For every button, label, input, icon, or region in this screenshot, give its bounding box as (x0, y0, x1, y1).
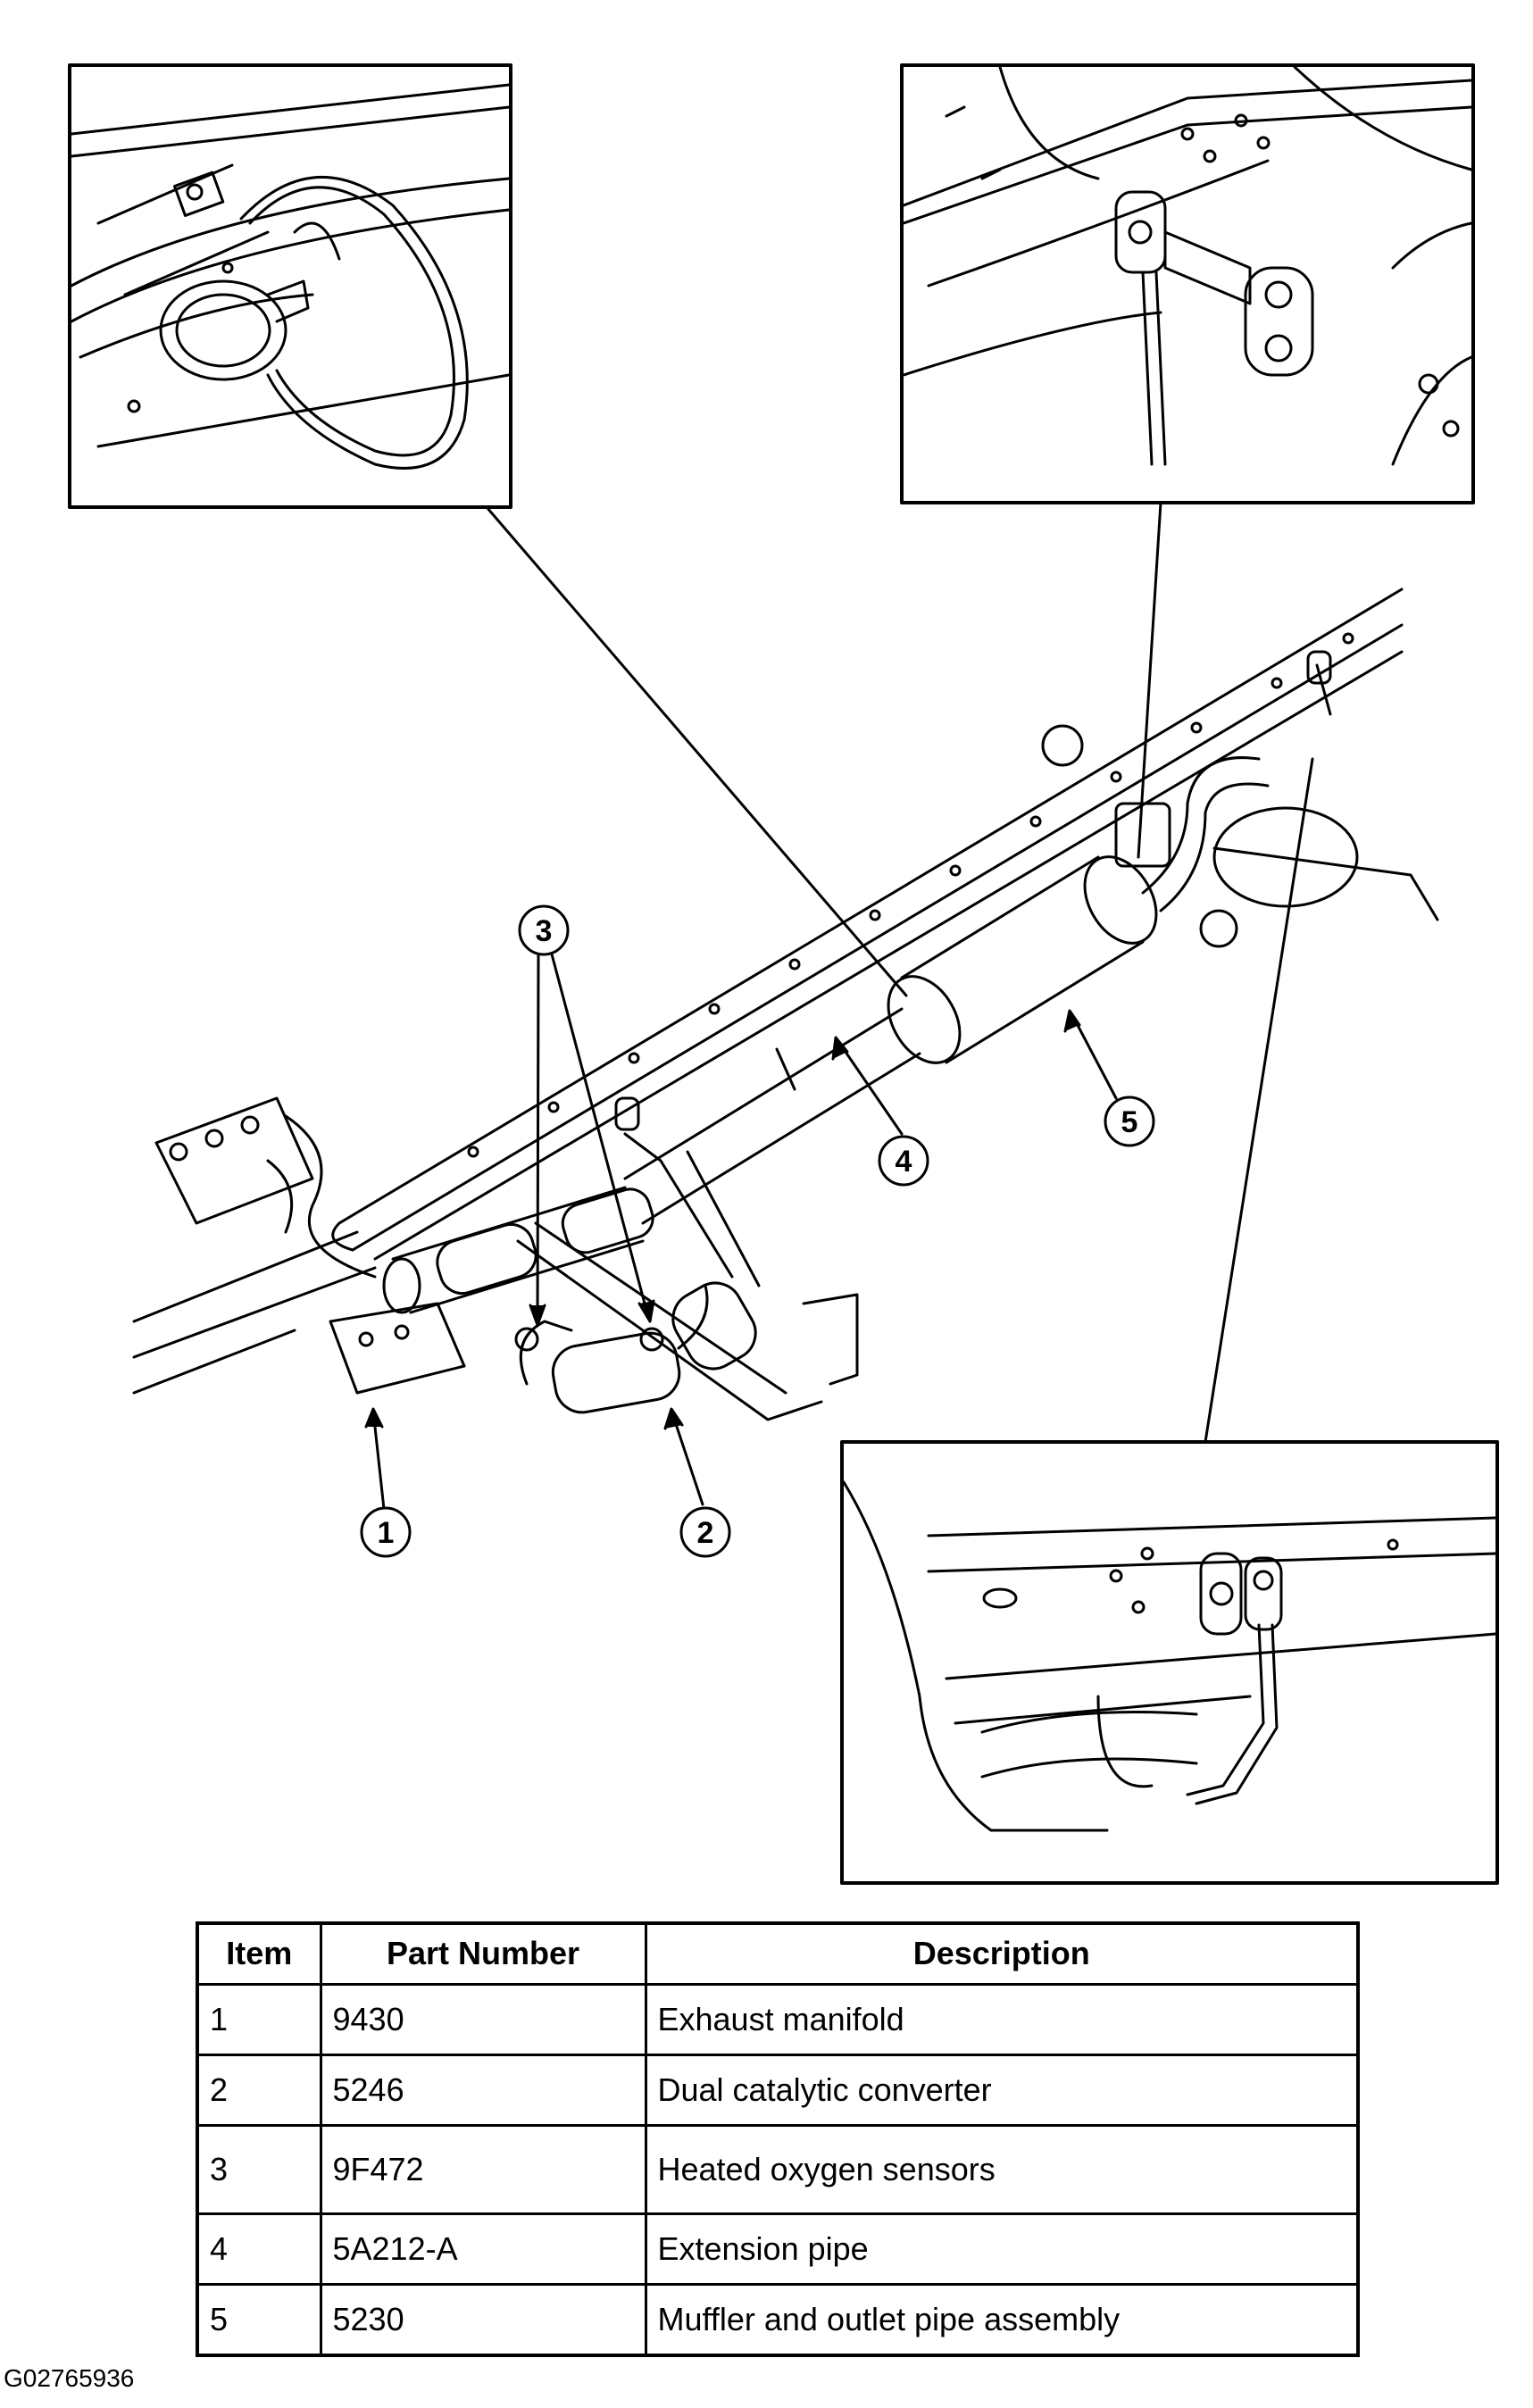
callout-label-5: 5 (1121, 1105, 1138, 1139)
table-row: 4 5A212-A Extension pipe (196, 2212, 1360, 2287)
column-header-part-number: Part Number (319, 1921, 647, 1986)
description-cell: Heated oxygen sensors (644, 2123, 1360, 2216)
callout-circles (360, 904, 1155, 1558)
description-cell: Muffler and outlet pipe assembly (644, 2283, 1360, 2357)
item-cell: 5 (196, 2283, 322, 2357)
table-row: 5 5230 Muffler and outlet pipe assembly (196, 2283, 1360, 2357)
callout-label-3: 3 (536, 914, 553, 948)
part-number-cell: 5230 (319, 2283, 647, 2357)
inset-hanger-detail-lower (840, 1440, 1499, 1885)
table-header-row: Item Part Number Description (196, 1921, 1360, 1986)
item-cell: 1 (196, 1982, 322, 2056)
main-exhaust-assembly (132, 587, 1439, 1421)
part-number-cell: 5246 (319, 2053, 647, 2127)
table-row: 2 5246 Dual catalytic converter (196, 2053, 1360, 2127)
description-cell: Dual catalytic converter (644, 2053, 1360, 2127)
part-number-cell: 9430 (319, 1982, 647, 2056)
figure-id: G02765936 (4, 2364, 135, 2392)
description-cell: Exhaust manifold (644, 1982, 1360, 2056)
part-number-cell: 9F472 (319, 2123, 647, 2216)
item-cell: 3 (196, 2123, 322, 2216)
inset-hanger-detail-upper (900, 63, 1475, 504)
callout-leaders (364, 949, 1118, 1511)
part-number-cell: 5A212-A (319, 2212, 647, 2287)
callout-label-1: 1 (378, 1516, 395, 1550)
callout-labels: 1 2 3 4 5 (378, 914, 1138, 1550)
description-cell: Extension pipe (644, 2212, 1360, 2287)
column-header-item: Item (196, 1921, 322, 1986)
column-header-description: Description (644, 1921, 1360, 1986)
inset-clamp-detail (68, 63, 512, 509)
parts-table: Item Part Number Description 1 9430 Exha… (196, 1921, 1360, 2357)
item-cell: 4 (196, 2212, 322, 2287)
table-row: 1 9430 Exhaust manifold (196, 1982, 1360, 2056)
table-row: 3 9F472 Heated oxygen sensors (196, 2123, 1360, 2216)
callout-label-2: 2 (697, 1516, 714, 1550)
item-cell: 2 (196, 2053, 322, 2127)
inset-leader-lines (485, 501, 1314, 1444)
callout-label-4: 4 (896, 1145, 912, 1179)
